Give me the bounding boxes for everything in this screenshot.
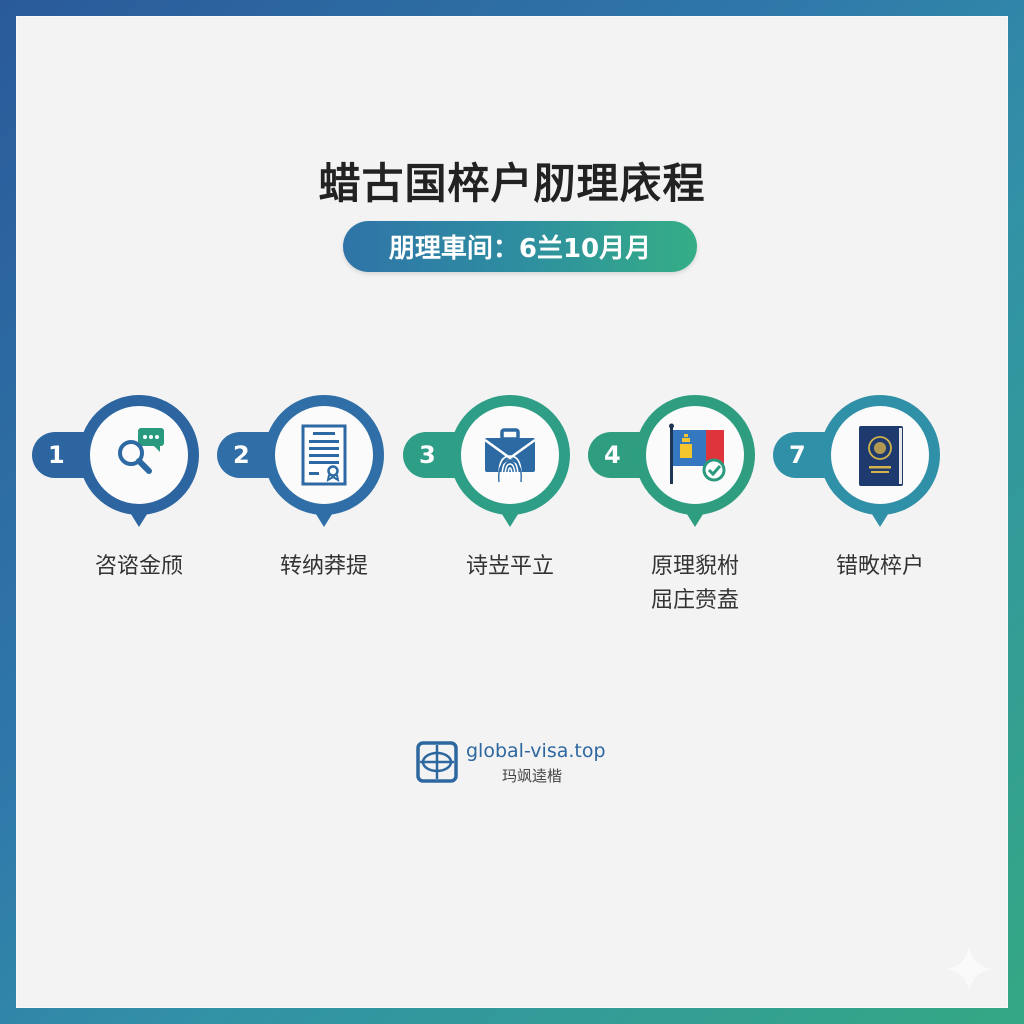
- step-4: 4 原理貎柎 屈庄赍盍: [588, 385, 778, 625]
- step-pointer: [129, 511, 149, 527]
- step-2: 2 转纳莽提: [217, 385, 407, 625]
- step-pointer: [500, 511, 520, 527]
- page-title: 蜡古国椊户肕理庡程: [318, 159, 706, 208]
- footer-subtitle: 玛飒逵楷: [502, 767, 563, 785]
- briefcase-fingerprint-icon: [475, 420, 545, 490]
- step-pointer: [870, 511, 890, 527]
- step-label: 错畋椊户: [835, 554, 924, 579]
- step-pointer: [314, 511, 334, 527]
- footer-url[interactable]: global-visa.top: [466, 740, 606, 762]
- search-chat-icon: [104, 420, 174, 490]
- step-label: 咨谘金颀: [94, 554, 183, 579]
- step-ring: [79, 395, 199, 515]
- step-7: 7 错畋椊户: [773, 385, 963, 625]
- duration-badge: 朋理車间：6兰10月月: [343, 221, 697, 272]
- step-label: 原理貎柎 屈庄赍盍: [650, 554, 739, 613]
- passport-icon: [845, 420, 915, 490]
- step-3: 3 诗岦平立: [403, 385, 593, 625]
- footer-brand: global-visa.top 玛飒逵楷: [414, 738, 614, 788]
- step-label: 转纳莽提: [279, 554, 368, 579]
- step-ring: [450, 395, 570, 515]
- document-certificate-icon: [289, 420, 359, 490]
- step-1: 1 咨谘金颀: [32, 385, 222, 625]
- mongolia-flag-check-icon: [660, 420, 730, 490]
- step-label: 诗岦平立: [465, 554, 554, 579]
- step-ring: [820, 395, 940, 515]
- sparkle-icon: [944, 944, 994, 994]
- globe-icon: [416, 741, 458, 783]
- step-pointer: [685, 511, 705, 527]
